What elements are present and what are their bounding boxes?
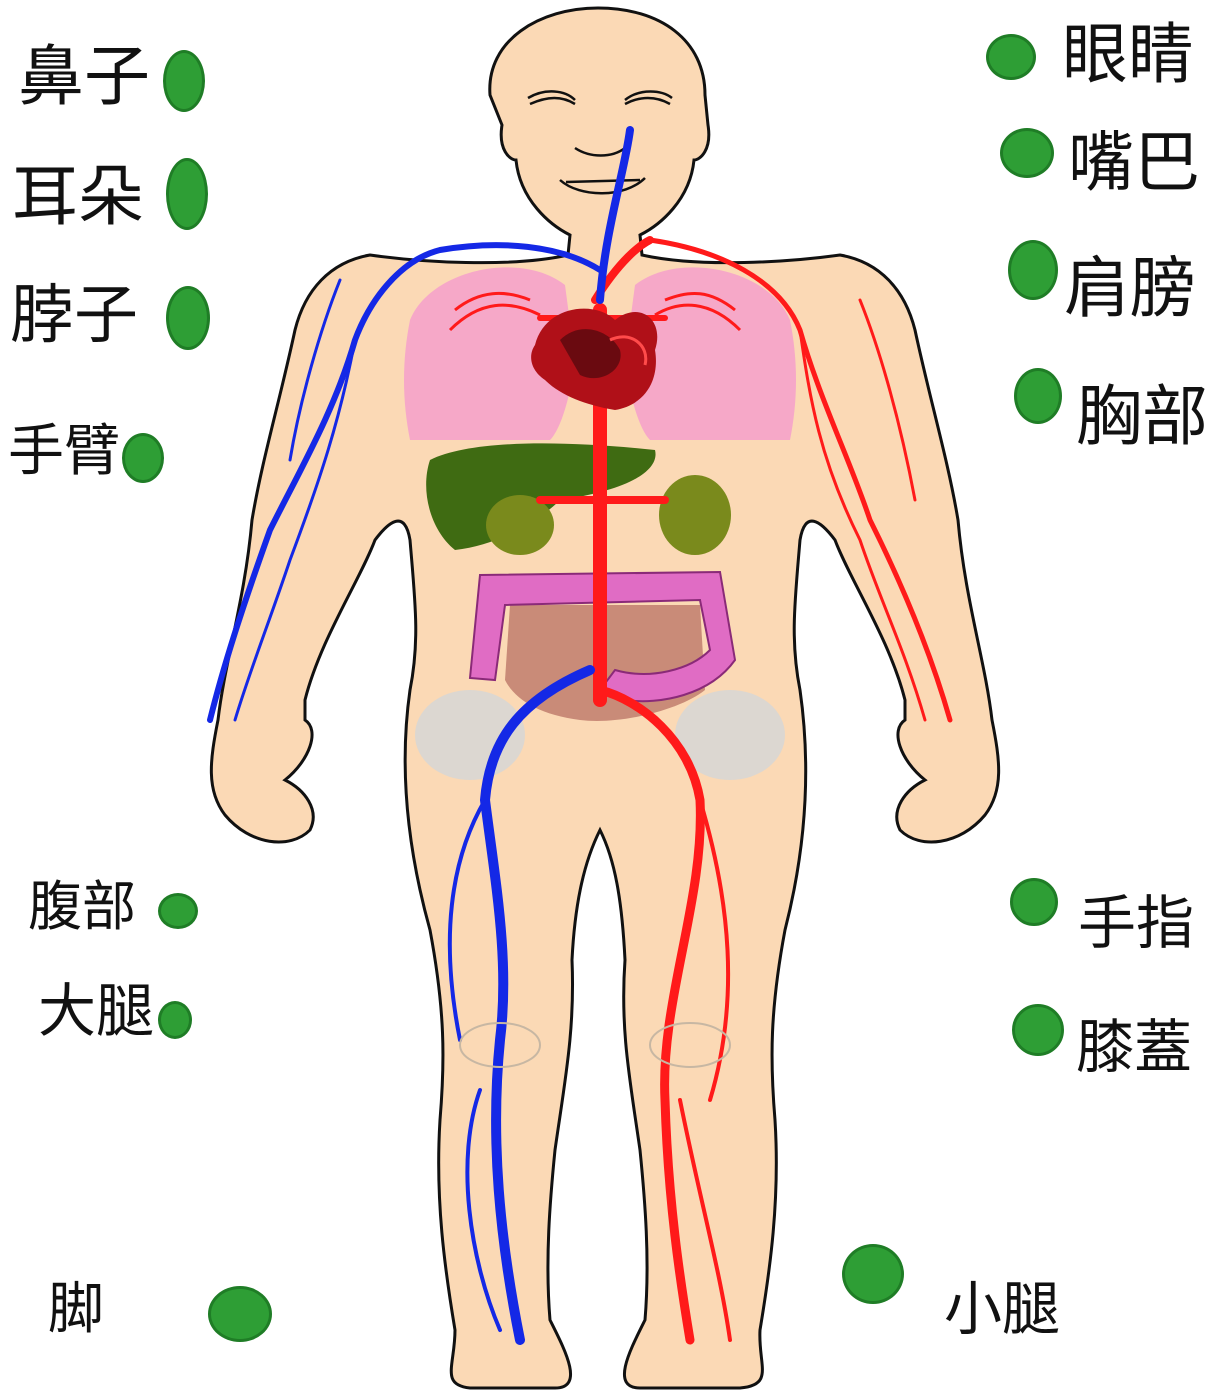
label-neck: 脖子 bbox=[10, 284, 138, 348]
kidney-right bbox=[659, 475, 731, 555]
thigh-marker-dot[interactable] bbox=[158, 1001, 192, 1039]
nose-marker-dot[interactable] bbox=[163, 50, 205, 112]
ear-marker-dot[interactable] bbox=[166, 158, 208, 230]
finger-marker-dot[interactable] bbox=[1010, 878, 1058, 926]
label-knee: 膝蓋 bbox=[1076, 1018, 1192, 1076]
arm-marker-dot[interactable] bbox=[122, 433, 164, 483]
mouth-marker-dot[interactable] bbox=[1000, 128, 1054, 178]
eye-marker-dot[interactable] bbox=[986, 34, 1036, 80]
label-ear: 耳朵 bbox=[12, 164, 144, 230]
calf-marker-dot[interactable] bbox=[842, 1244, 904, 1304]
label-mouth: 嘴巴 bbox=[1068, 130, 1200, 196]
label-shoulder: 肩膀 bbox=[1064, 256, 1196, 322]
knee-marker-dot[interactable] bbox=[1012, 1004, 1064, 1056]
abdomen-marker-dot[interactable] bbox=[158, 893, 198, 929]
label-abdomen: 腹部 bbox=[28, 880, 136, 934]
label-arm: 手臂 bbox=[8, 424, 120, 480]
label-nose: 鼻子 bbox=[18, 44, 150, 110]
label-foot: 脚 bbox=[48, 1282, 104, 1338]
label-thigh: 大腿 bbox=[38, 982, 154, 1040]
chest-marker-dot[interactable] bbox=[1014, 368, 1062, 424]
foot-marker-dot[interactable] bbox=[208, 1286, 272, 1342]
label-chest: 胸部 bbox=[1076, 384, 1208, 450]
shoulder-marker-dot[interactable] bbox=[1008, 240, 1058, 300]
label-calf: 小腿 bbox=[944, 1280, 1060, 1338]
neck-marker-dot[interactable] bbox=[166, 286, 210, 350]
label-finger: 手指 bbox=[1078, 894, 1194, 952]
label-eye: 眼睛 bbox=[1062, 22, 1194, 88]
